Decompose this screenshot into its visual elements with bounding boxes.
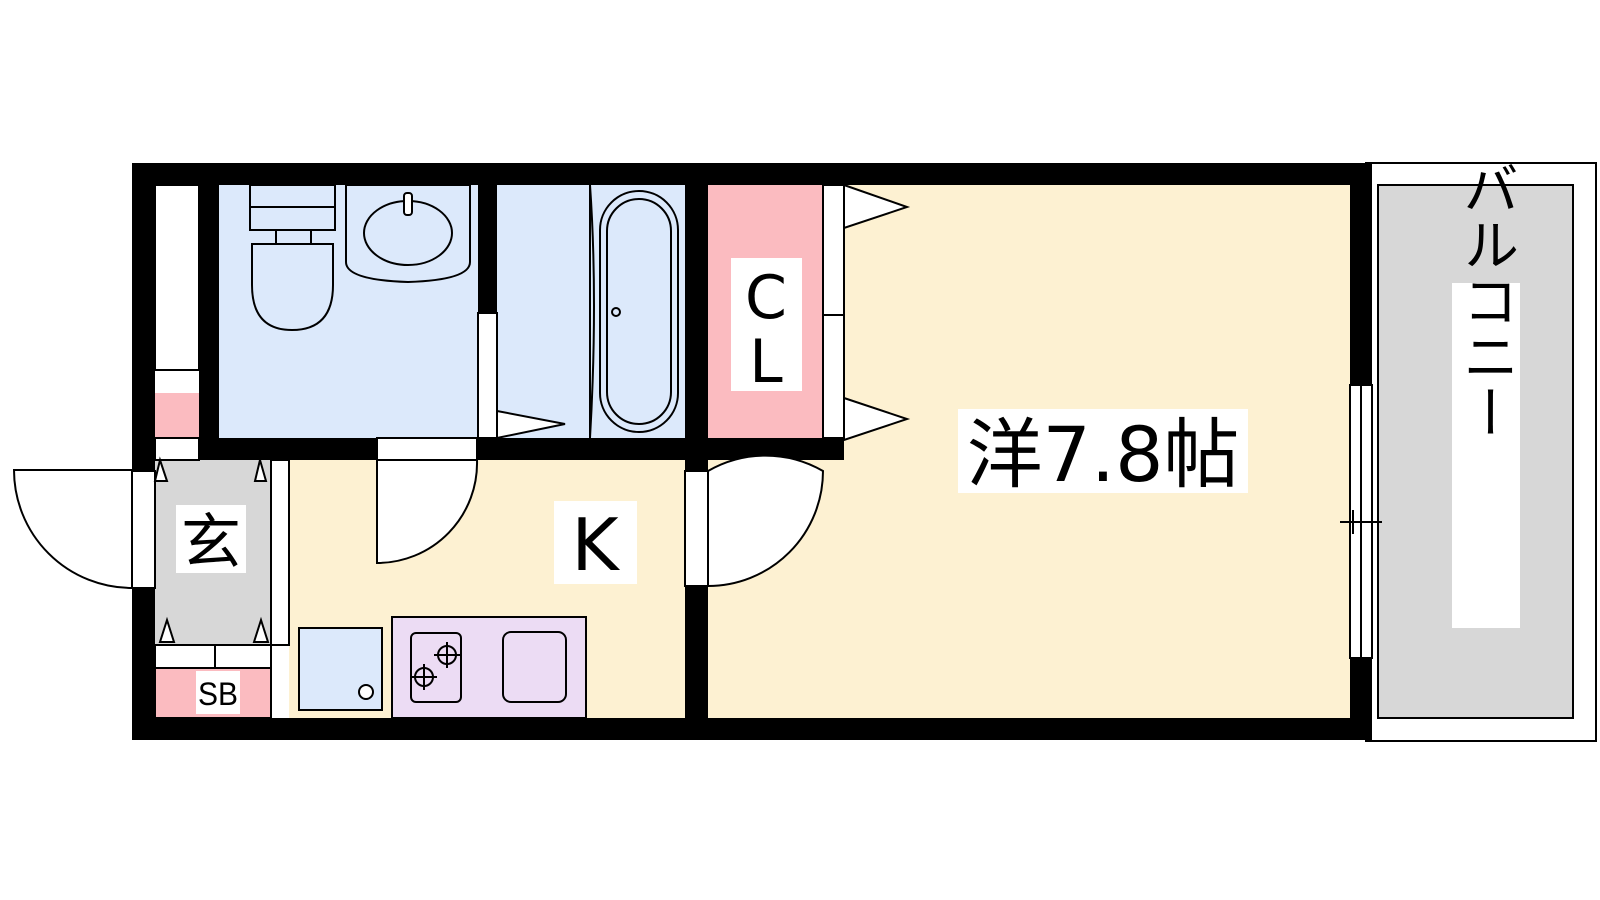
balcony: バルコニー: [1365, 160, 1597, 742]
closet-label-l: L: [749, 327, 783, 397]
entrance-label: 玄: [181, 508, 241, 578]
closet-label-bg: [731, 258, 802, 391]
balcony-label: バルコニー: [1454, 160, 1519, 440]
shoebox-label-bg: [196, 671, 240, 714]
hall-storage: [154, 184, 200, 371]
walls: [132, 163, 1372, 740]
entrance-partitions: [153, 437, 290, 669]
kitchen-label: K: [571, 503, 620, 587]
toilet: [249, 184, 336, 332]
front-door[interactable]: [12, 469, 156, 590]
stove-counter: [391, 616, 587, 719]
small-storage: [155, 393, 199, 438]
closet-doors[interactable]: [822, 183, 911, 442]
balcony-window[interactable]: [1340, 384, 1382, 659]
kitchen-label-bg: [554, 501, 637, 584]
kitchen-sink: [298, 627, 383, 711]
western-room-label-bg: [958, 409, 1248, 493]
wash-basin: [345, 184, 471, 284]
bath-door[interactable]: [477, 312, 566, 440]
shoebox-label: SB: [198, 676, 238, 712]
washroom-door[interactable]: [376, 437, 479, 565]
bathtub: [589, 184, 679, 439]
balcony-label-bg: [1452, 283, 1520, 628]
gas-burner-icon: [411, 642, 460, 690]
western-room-label: 洋7.8帖: [967, 410, 1240, 499]
western-room-door[interactable]: [684, 454, 825, 588]
entrance-label-bg: [176, 505, 246, 573]
closet-label-c: C: [745, 263, 787, 333]
